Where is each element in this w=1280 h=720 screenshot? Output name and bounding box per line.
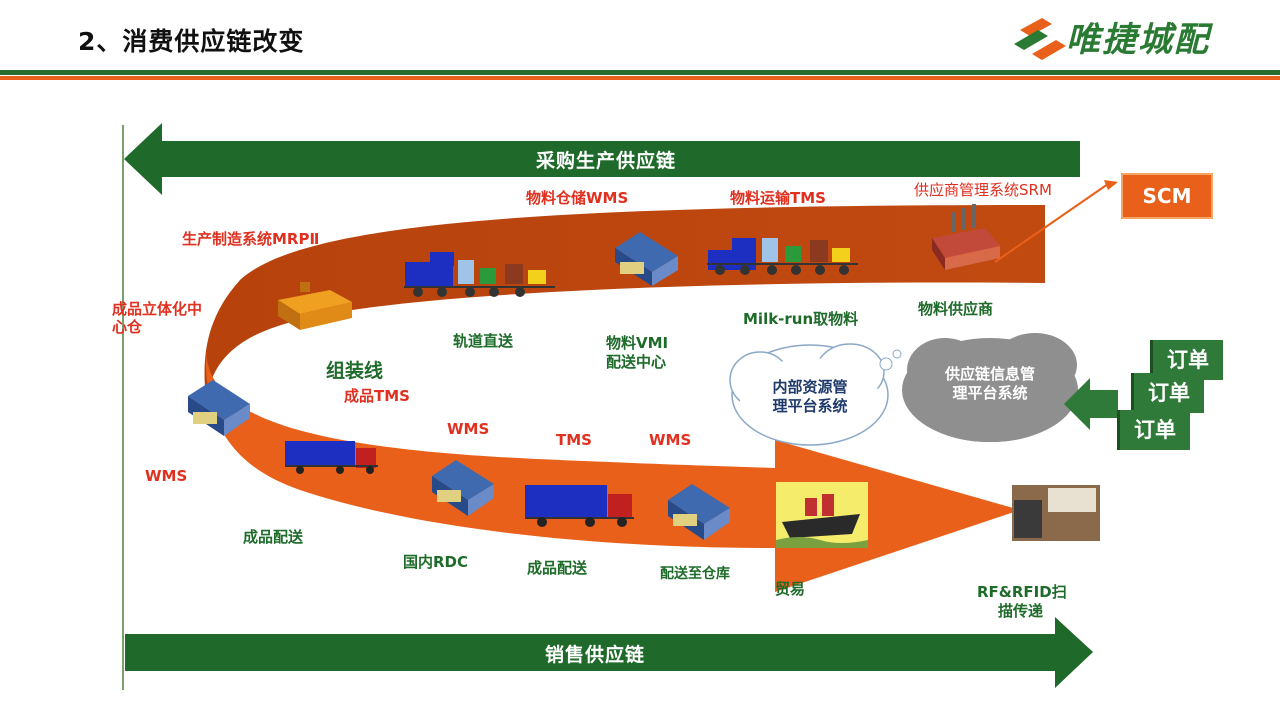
assembly-line-icon xyxy=(278,282,352,330)
rail-direct-label: 轨道直送 xyxy=(453,332,514,350)
scip-cloud xyxy=(902,333,1078,442)
logo-text: 唯捷城配 xyxy=(1066,20,1210,60)
scm-box: SCM xyxy=(1121,173,1213,219)
product-tms-label: 成品TMS xyxy=(344,387,410,405)
finished-warehouse-label: 成品立体化中心仓 xyxy=(112,300,203,336)
wms-label-2: WMS xyxy=(649,431,692,449)
scm-pointer-head xyxy=(1104,180,1118,190)
order-card-3: 订单 xyxy=(1117,410,1190,450)
vmi-label-line2: 配送中心 xyxy=(606,353,667,371)
erp-cloud-line2: 理平台系统 xyxy=(772,397,848,415)
srm-label: 供应商管理系统SRM xyxy=(914,181,1052,199)
rfid-label-line2: 描传递 xyxy=(998,602,1044,620)
warehouse-icon-rdc xyxy=(432,460,494,516)
truck-icon-finished2 xyxy=(525,485,634,527)
warehouse-icon-vmi xyxy=(615,232,678,286)
vmi-label-line1: 物料VMI xyxy=(606,334,669,352)
erp-cloud xyxy=(729,343,902,446)
truck-icon-finished1 xyxy=(285,441,378,474)
page-title: 2、消费供应链改变 xyxy=(78,27,305,56)
tms-label: TMS xyxy=(556,431,592,449)
scip-cloud-line1: 供应链信息管 xyxy=(944,365,1035,383)
warehouse-icon-left xyxy=(188,380,250,436)
domestic-rdc-label: 国内RDC xyxy=(403,553,469,571)
material-tms-label: 物料运输TMS xyxy=(730,189,826,207)
top-arrow-shape xyxy=(124,123,1080,195)
warehouse-icon-delivery xyxy=(668,484,730,540)
material-wms-label: 物料仓储WMS xyxy=(526,189,629,207)
truck-icon-milkrun xyxy=(707,238,858,275)
wms-label-1: WMS xyxy=(447,420,490,438)
order-card-2: 订单 xyxy=(1131,373,1204,413)
assembly-line-label: 组装线 xyxy=(326,360,384,382)
erp-cloud-line1: 内部资源管 xyxy=(772,378,848,396)
finished-delivery-label-1: 成品配送 xyxy=(243,528,304,546)
scip-cloud-line2: 理平台系统 xyxy=(952,384,1028,402)
sales-chain-label: 销售供应链 xyxy=(545,644,646,666)
rfid-image xyxy=(1012,485,1100,541)
supplier-label: 物料供应商 xyxy=(918,300,994,318)
truck-icon-rail xyxy=(404,252,555,297)
deliver-to-warehouse-label: 配送至仓库 xyxy=(660,566,730,582)
logo-icon xyxy=(1014,18,1066,60)
mrp-label: 生产制造系统MRPⅡ xyxy=(182,230,320,248)
milk-run-label: Milk-run取物料 xyxy=(743,310,859,328)
rfid-label-line1: RF&RFID扫 xyxy=(977,583,1067,601)
lower-flow-band xyxy=(205,352,1021,592)
scm-pointer-line xyxy=(994,183,1109,263)
wms-label-left: WMS xyxy=(145,467,188,485)
procurement-chain-label: 采购生产供应链 xyxy=(536,150,677,172)
finished-delivery-label-2: 成品配送 xyxy=(527,559,588,577)
order-arrow-shape xyxy=(1064,378,1118,430)
header-bar-green xyxy=(0,70,1280,75)
bottom-arrow-shape xyxy=(125,617,1093,688)
trade-label: 贸易 xyxy=(775,580,806,598)
header-bar-orange xyxy=(0,76,1280,80)
factory-icon xyxy=(932,204,1000,270)
ship-image xyxy=(776,482,868,548)
